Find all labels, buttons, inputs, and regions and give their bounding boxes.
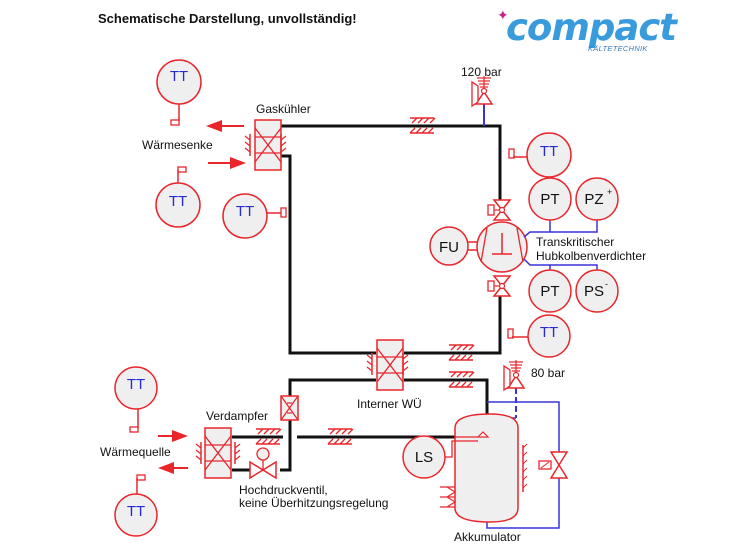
- tt-label: TT: [540, 324, 558, 341]
- high-pressure-limiter[interactable]: PZ +: [575, 177, 619, 221]
- internal-heat-exchanger-label: Interner WÜ: [357, 397, 422, 411]
- tt-label: TT: [540, 143, 558, 160]
- compressor-label-line1: Transkritischer: [536, 235, 614, 249]
- heat-source-arrows: [158, 430, 188, 474]
- tt-label: TT: [127, 503, 145, 520]
- temperature-transmitter-suction[interactable]: TT: [507, 314, 571, 358]
- compressor-label-line2: Hubkolbenverdichter: [536, 249, 646, 263]
- heat-sink-label: Wärmesenke: [142, 138, 213, 152]
- solenoid-valve[interactable]: [538, 451, 569, 479]
- heat-sink-arrows: [206, 120, 246, 169]
- compressor[interactable]: [476, 221, 528, 273]
- discharge-shutoff-valve[interactable]: [487, 199, 511, 221]
- fu-label: FU: [439, 239, 459, 256]
- pipe-compressor-to-ihx: [404, 296, 502, 355]
- pressure-transmitter-low[interactable]: PT: [528, 269, 572, 313]
- ps-label: PS: [584, 283, 604, 300]
- accumulator[interactable]: [440, 413, 528, 523]
- high-pressure-valve-label-line2: keine Überhitzungsregelung: [239, 496, 388, 510]
- pipe-ihx-to-valve: [280, 378, 376, 472]
- suction-shutoff-valve[interactable]: [487, 275, 511, 297]
- tt-label: TT: [170, 68, 188, 85]
- relief-valve-80bar[interactable]: [503, 359, 525, 418]
- temperature-transmitter-discharge[interactable]: TT: [508, 132, 572, 178]
- relief-valve-80bar-label: 80 bar: [531, 366, 565, 380]
- pz-sup: +: [607, 187, 612, 197]
- temperature-transmitter-source-in[interactable]: TT: [114, 366, 158, 433]
- pressure-transmitter-high[interactable]: PT: [528, 177, 572, 221]
- accumulator-label: Akkumulator: [454, 530, 521, 544]
- temperature-transmitter-sink-in[interactable]: TT: [155, 166, 201, 228]
- temperature-transmitter-sink-out[interactable]: TT: [156, 59, 202, 126]
- pt-label: PT: [540, 191, 559, 208]
- pipe-gascooler-top: [280, 124, 502, 200]
- high-pressure-valve[interactable]: [249, 447, 277, 480]
- level-switch[interactable]: LS: [402, 435, 478, 479]
- gas-cooler-label: Gaskühler: [256, 102, 311, 116]
- sight-glass[interactable]: [280, 395, 299, 421]
- tt-label: TT: [169, 193, 187, 210]
- tt-label: TT: [127, 376, 145, 393]
- pt-label: PT: [540, 283, 559, 300]
- relief-valve-120bar[interactable]: [471, 75, 493, 126]
- relief-valve-120bar-label: 120 bar: [461, 65, 502, 79]
- logo-star-icon: ✦: [497, 7, 509, 23]
- ls-label: LS: [415, 449, 433, 466]
- temperature-transmitter-source-out[interactable]: TT: [114, 474, 158, 537]
- pz-label: PZ: [584, 191, 603, 208]
- heat-source-label: Wärmequelle: [100, 445, 171, 459]
- diagram-title: Schematische Darstellung, unvollständig!: [98, 11, 357, 26]
- refrigerant-pipes: [232, 124, 502, 472]
- logo-subtitle: KÄLTETECHNIK: [588, 44, 648, 53]
- logo-wordmark: compact: [506, 6, 677, 49]
- gas-cooler[interactable]: [244, 119, 287, 171]
- evaporator-label: Verdampfer: [206, 409, 268, 423]
- pipe-gascooler-bottom: [280, 154, 376, 355]
- internal-heat-exchanger[interactable]: [366, 339, 409, 391]
- tt-label: TT: [236, 203, 254, 220]
- ps-sup: -: [605, 279, 608, 289]
- frequency-converter[interactable]: FU: [429, 226, 478, 266]
- high-pressure-valve-label-line1: Hochdruckventil,: [239, 483, 328, 497]
- temperature-transmitter-gascooler[interactable]: TT: [222, 193, 287, 239]
- low-pressure-switch[interactable]: PS -: [575, 269, 619, 313]
- company-logo: ✦ compact KÄLTETECHNIK: [494, 6, 677, 58]
